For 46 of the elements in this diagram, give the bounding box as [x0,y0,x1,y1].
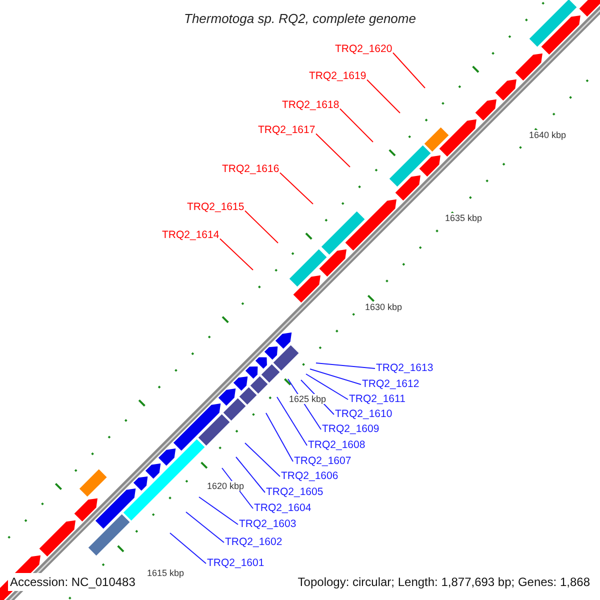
gene-label: TRQ2_1613 [376,362,434,375]
leader-line [276,396,308,446]
gene-label: TRQ2_1601 [207,557,264,570]
gene-label: TRQ2_1618 [282,99,340,112]
gene-label: TRQ2_1616 [222,163,280,176]
leader-line [392,52,426,88]
leader-line [340,108,374,142]
leader-line [310,368,362,385]
gene-label: TRQ2_1607 [294,455,352,468]
chart-title: Thermotoga sp. RQ2, complete genome [183,10,417,28]
gene-label: TRQ2_1605 [266,486,324,499]
leader-line [306,374,348,400]
gene-label: TRQ2_1612 [362,378,420,391]
gene-label: TRQ2_1604 [254,502,312,515]
leader-line [186,512,224,543]
scale-label: 1625 kbp [289,394,326,404]
scale-label: 1620 kbp [207,481,244,491]
gene-label: TRQ2_1611 [349,393,406,406]
gene-label: TRQ2_1603 [239,518,296,531]
genome-info: Topology: circular; Length: 1,877,693 bp; Genes: 1,868 [298,574,590,591]
gene-label: TRQ2_1609 [322,423,380,436]
gene-label: TRQ2_1606 [281,470,338,483]
gene-label: TRQ2_1617 [258,124,316,137]
gene-label: TRQ2_1614 [162,229,220,242]
scale-label: 1635 kbp [445,213,482,223]
gene-label: TRQ2_1615 [187,201,244,214]
scale-label: 1640 kbp [529,130,566,140]
accession-number: Accession: NC_010483 [8,573,138,591]
leader-line [266,412,294,462]
leader-line [280,172,314,204]
gene-label: TRQ2_1608 [308,439,366,452]
gene-label: TRQ2_1620 [335,43,392,56]
leader-line [366,79,400,114]
leader-line [244,442,280,477]
gene-label: TRQ2_1602 [225,536,282,549]
leader-line [236,456,266,493]
leader-line [316,362,376,369]
gene-label: TRQ2_1610 [335,408,392,421]
scale-label: 1630 kbp [365,302,402,312]
leader-line [244,210,278,244]
scale-label: 1615 kbp [147,568,184,578]
gene-label: TRQ2_1619 [309,70,366,83]
leader-line [316,133,350,168]
leader-line [170,532,206,564]
leader-line [198,496,238,525]
leader-line [220,238,254,270]
